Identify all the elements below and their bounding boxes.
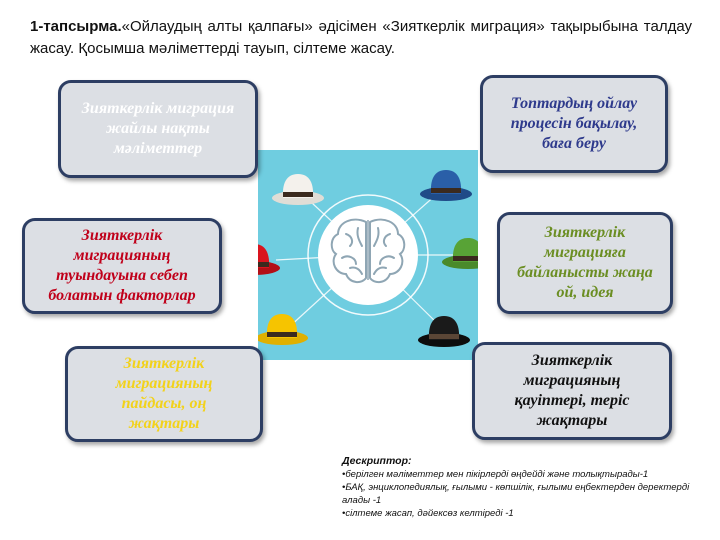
yellow-hat-icon [258,314,308,345]
six-hats-panel [258,150,478,360]
descriptor-item: •БАҚ, энциклопедиялық, ғылыми - көпшілік… [342,482,690,506]
task-number: 1-тапсырма. [30,18,122,35]
blue-hat-text: Топтардың ойлау процесін бақылау, баға б… [510,95,638,152]
white-hat-icon [272,174,324,205]
black-hat-icon [418,316,470,347]
descriptor-title: Дескриптор: [342,455,412,467]
red-hat-icon [258,244,280,275]
black-hat-box: Зияткерлік миграцияның қауіптері, теріс … [472,342,672,440]
black-hat-text: Зияткерлік миграцияның қауіптері, теріс … [514,352,630,429]
green-hat-icon [442,238,478,269]
six-hats-illustration [258,170,478,347]
outer-ring [307,194,429,316]
blue-hat-box: Топтардың ойлау процесін бақылау, баға б… [480,75,668,173]
white-hat-box: Зияткерлік миграция жайлы нақты мәліметт… [58,80,258,178]
task-statement: 1-тапсырма.«Ойлаудың алты қалпағы» әдісі… [30,16,692,60]
descriptor: Дескриптор: •берілген мәліметтер мен пік… [342,455,702,520]
green-hat-box: Зияткерлік миграцияға байланысты жаңа ой… [497,212,673,314]
blue-hat-icon [420,170,472,201]
descriptor-item: •сілтеме жасап, дәйексөз келтіреді -1 [342,508,514,519]
yellow-hat-box: Зияткерлік миграцияның пайдасы, оң жақта… [65,346,263,442]
task-text: «Ойлаудың алты қалпағы» әдісімен «Зиятке… [30,18,692,57]
white-hat-text: Зияткерлік миграция жайлы нақты мәліметт… [81,100,235,157]
red-hat-box: Зияткерлік миграцияның туындауына себеп … [22,218,222,314]
descriptor-item: •берілген мәліметтер мен пікірлерді өңде… [342,469,649,480]
red-hat-text: Зияткерлік миграцияның туындауына себеп … [48,227,196,304]
green-hat-text: Зияткерлік миграцияға байланысты жаңа ой… [517,224,653,301]
yellow-hat-text: Зияткерлік миграцияның пайдасы, оң жақта… [115,355,213,432]
brain-icon [330,218,406,284]
